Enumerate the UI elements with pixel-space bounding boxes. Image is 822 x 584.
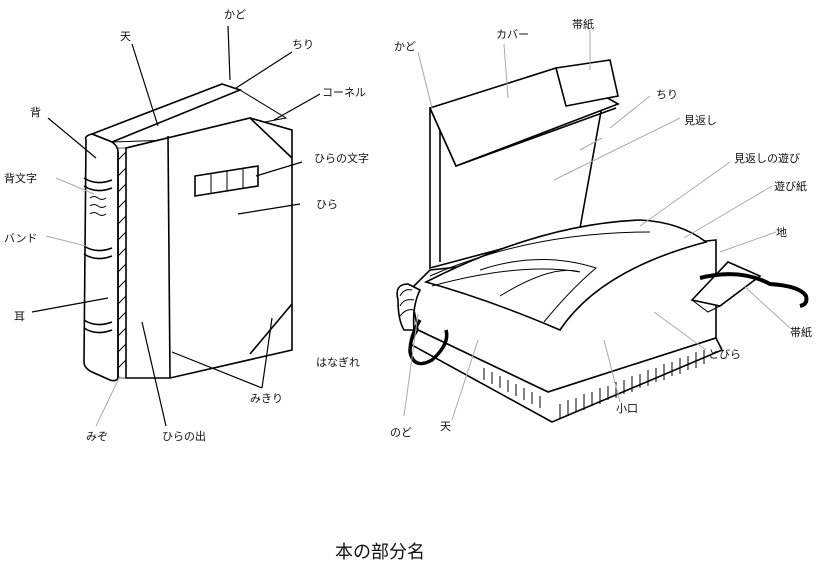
label-se: 背 (30, 105, 41, 119)
label-obi-top: 帯紙 (572, 17, 594, 31)
closed-book-top-pages (111, 89, 288, 143)
spine-lettering (89, 196, 107, 216)
headband (399, 289, 415, 317)
spine-band-4 (83, 253, 113, 260)
label-hira: ひら (316, 198, 338, 211)
label-hanagire: はなぎれ (316, 355, 360, 369)
label-corner: コーネル (322, 86, 366, 99)
label-chiri-left: ちり (292, 38, 314, 51)
label-obi-bottom: 帯紙 (790, 325, 812, 339)
spine-band-1 (83, 177, 113, 184)
fore-edge-hatching (483, 350, 705, 418)
label-chi: 地 (776, 226, 787, 239)
corner-top (249, 117, 293, 159)
endpaper-chiri-line (579, 137, 603, 151)
spine-band-2 (83, 185, 113, 192)
groove-hatch-area (117, 147, 127, 379)
ribbon-trailing (699, 272, 809, 308)
label-mikaeshi-asobi: 見返しの遊び (734, 151, 800, 165)
flyleaf-page-1 (423, 219, 708, 331)
ribbon-bookmark (408, 319, 449, 366)
cover-title-panel (194, 165, 259, 197)
label-nodo: のど (390, 426, 412, 439)
spine-band-3 (83, 245, 113, 252)
label-mimi: 耳 (14, 310, 25, 323)
flyleaf-page-3 (431, 268, 581, 297)
closed-book-front-board (125, 117, 293, 379)
label-band: バンド (4, 232, 38, 245)
label-cover: カバー (496, 28, 529, 41)
left-leader-lines (31, 25, 321, 427)
label-mikiri: みきり (250, 392, 283, 405)
label-chiri-right: ちり (656, 88, 678, 101)
flyleaf-page-2 (429, 231, 651, 323)
label-kado-left: かど (224, 8, 246, 21)
label-ten-left: 天 (120, 30, 131, 43)
label-ten-right: 天 (440, 420, 451, 433)
label-mikaeshi: 見返し (684, 114, 717, 127)
groove-hatching (117, 151, 127, 369)
right-leader-lines (403, 30, 791, 421)
closed-book-illustration (83, 83, 293, 382)
spine-band-5 (83, 319, 113, 326)
label-kado-right: かど (394, 40, 416, 53)
open-book-illustration (396, 59, 809, 423)
label-hiranode: ひらの出 (162, 429, 206, 443)
label-asobigami: 遊び紙 (774, 179, 807, 193)
label-hiramoji: ひらの文字 (314, 151, 369, 165)
label-koguchi: 小口 (616, 402, 638, 415)
closed-book-quarter-line (167, 135, 171, 379)
open-book-spine-roll (396, 283, 422, 331)
label-tobira: とびら (708, 348, 741, 361)
label-mizo: みぞ (86, 430, 108, 443)
spine-band-6 (83, 327, 113, 334)
obi-band-top (554, 59, 619, 107)
label-semoji: 背文字 (4, 171, 37, 185)
figure-caption: 本の部分名 (335, 542, 425, 563)
obi-band-bottom-fold (691, 299, 721, 313)
